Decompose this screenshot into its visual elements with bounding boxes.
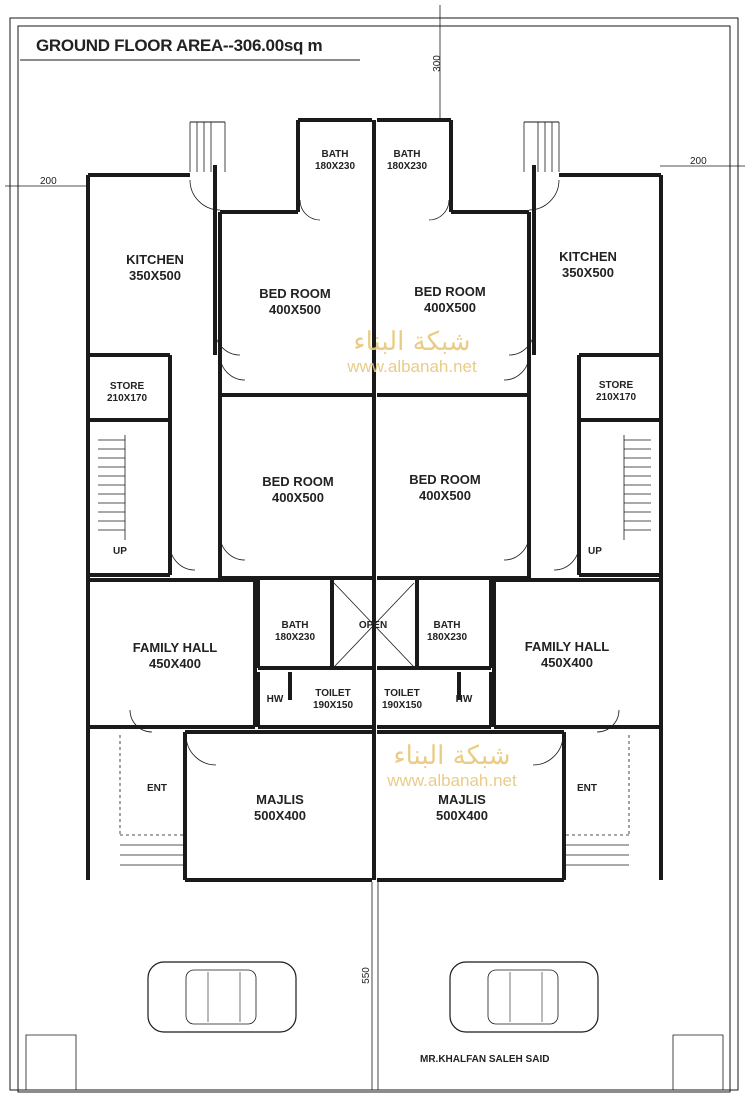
room-hw-right: HW — [455, 694, 473, 705]
door-swing — [219, 534, 246, 561]
door-swing — [508, 329, 535, 356]
entrance-right: ENT — [577, 783, 597, 794]
door-swing — [532, 734, 564, 766]
entrance-left: ENT — [147, 783, 167, 794]
dimension-top: 300 — [431, 55, 443, 72]
dimension-road: 550 — [360, 967, 372, 984]
open-courtyard: OPEN — [358, 620, 388, 631]
dimension-left: 200 — [40, 176, 57, 187]
door-swing — [189, 179, 221, 211]
open-cross — [333, 582, 415, 668]
door-swing — [219, 354, 246, 381]
plot-boundary-outer — [9, 17, 739, 1091]
plan-title: GROUND FLOOR AREA--306.00sq m — [36, 36, 323, 55]
door-swing — [169, 544, 196, 571]
gate — [672, 1034, 724, 1090]
door-swing — [596, 709, 620, 733]
door-swing — [428, 199, 450, 221]
door-swing — [503, 534, 530, 561]
door-swing — [528, 179, 560, 211]
owner-name: MR.KHALFAN SALEH SAID — [420, 1054, 550, 1065]
stair-up-left: UP — [113, 546, 127, 557]
door-swing — [553, 544, 580, 571]
door-swing — [214, 329, 241, 356]
gate — [25, 1034, 77, 1090]
plot-boundary-inner — [17, 25, 731, 1093]
door-swing — [503, 354, 530, 381]
stair-up-right: UP — [588, 546, 602, 557]
door-swing — [129, 709, 153, 733]
car-right — [449, 961, 599, 1033]
door-swing — [299, 199, 321, 221]
room-hw-left: HW — [266, 694, 284, 705]
door-swing — [185, 734, 217, 766]
dimension-right: 200 — [690, 156, 707, 167]
car-left — [147, 961, 297, 1033]
